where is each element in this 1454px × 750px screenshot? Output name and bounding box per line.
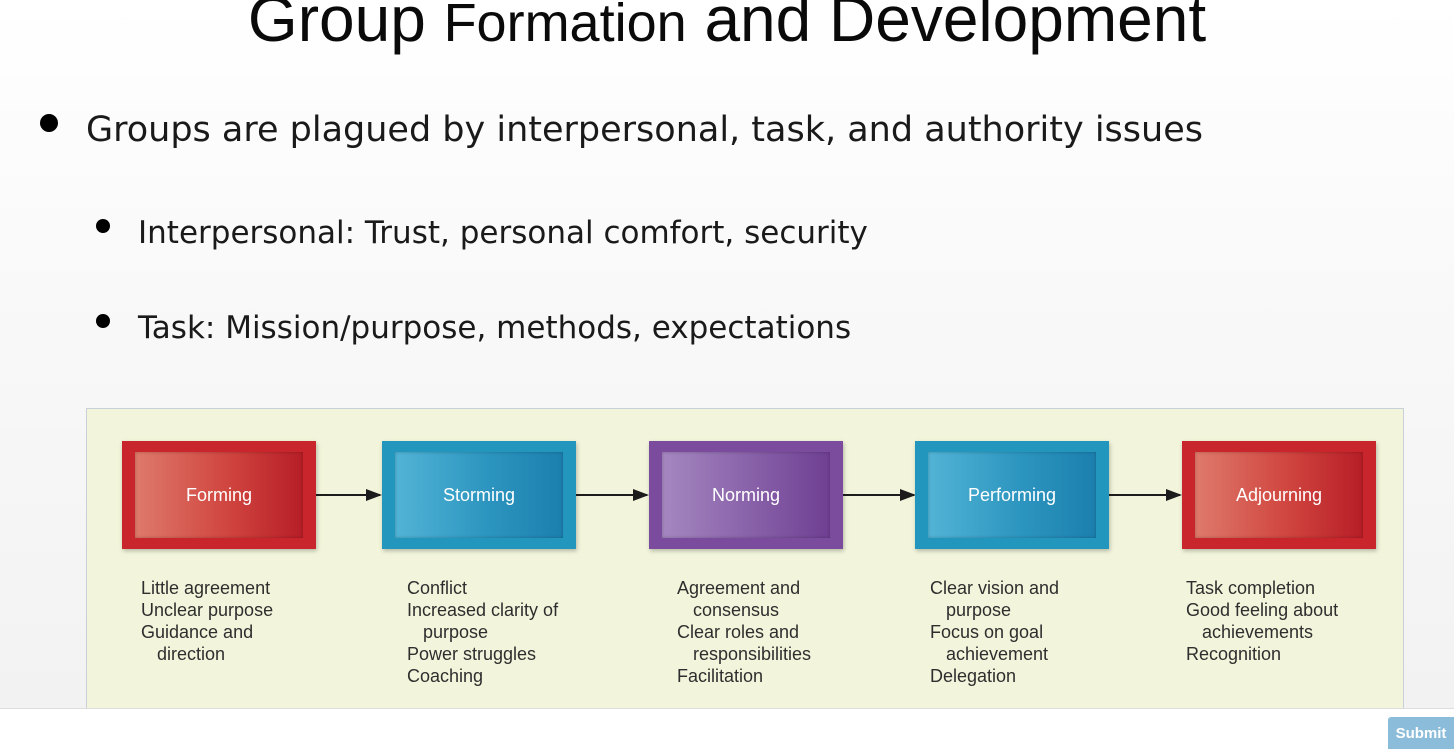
- stage-label: Performing: [928, 452, 1096, 538]
- description-line: purpose: [423, 622, 489, 642]
- arrow-right-icon: [843, 489, 916, 501]
- bullet-dot-icon: [96, 314, 110, 328]
- stage-description-performing: Clear vision and purpose Focus on goal a…: [930, 577, 1059, 687]
- stage-description-adjourning: Task completion Good feeling about achie…: [1186, 577, 1338, 665]
- description-line: consensus: [693, 600, 780, 620]
- sub-bullet-task: Task: Mission/purpose, methods, expectat…: [96, 310, 851, 346]
- title-part-group: Group: [247, 0, 444, 55]
- slide-title: Group Formation and Development: [0, 0, 1454, 54]
- description-line: achievements: [1202, 622, 1314, 642]
- bottom-toolbar: [0, 708, 1454, 750]
- stage-box-storming: Storming: [382, 441, 576, 549]
- description-line: Task completion: [1186, 578, 1316, 598]
- description-line: purpose: [946, 600, 1012, 620]
- description-line: responsibilities: [693, 644, 812, 664]
- sub-bullet-interpersonal: Interpersonal: Trust, personal comfort, …: [96, 215, 868, 251]
- submit-button[interactable]: Submit: [1388, 717, 1454, 749]
- description-line: Power struggles: [407, 644, 537, 664]
- stage-label: Forming: [135, 452, 303, 538]
- arrow-right-icon: [316, 489, 382, 501]
- title-part-development: and Development: [686, 0, 1207, 55]
- description-line: Clear vision and: [930, 578, 1060, 598]
- slide: Group Formation and Development Groups a…: [0, 0, 1454, 708]
- description-line: Focus on goal: [930, 622, 1044, 642]
- description-line: Conflict: [407, 578, 468, 598]
- description-line: Good feeling about: [1186, 600, 1339, 620]
- title-part-formation: Formation: [443, 0, 687, 53]
- stage-label: Norming: [662, 452, 830, 538]
- description-line: Delegation: [930, 666, 1017, 686]
- stage-description-forming: Little agreement Unclear purpose Guidanc…: [141, 577, 273, 665]
- stage-label: Storming: [395, 452, 563, 538]
- stage-box-adjourning: Adjourning: [1182, 441, 1376, 549]
- stage-box-forming: Forming: [122, 441, 316, 549]
- bullet-dot-icon: [40, 114, 58, 132]
- description-line: Facilitation: [677, 666, 764, 686]
- bullet-text: Groups are plagued by interpersonal, tas…: [86, 110, 1203, 150]
- stage-description-norming: Agreement and consensus Clear roles and …: [677, 577, 811, 687]
- description-line: Guidance and: [141, 622, 254, 642]
- arrow-right-icon: [576, 489, 649, 501]
- stage-description-storming: Conflict Increased clarity of purpose Po…: [407, 577, 558, 687]
- description-line: Little agreement: [141, 578, 271, 598]
- bullet-dot-icon: [96, 219, 110, 233]
- stage-label: Adjourning: [1195, 452, 1363, 538]
- description-line: Recognition: [1186, 644, 1282, 664]
- description-line: Coaching: [407, 666, 484, 686]
- description-line: Agreement and: [677, 578, 801, 598]
- sub-bullet-text: Interpersonal: Trust, personal comfort, …: [138, 215, 868, 251]
- bullet-main: Groups are plagued by interpersonal, tas…: [40, 110, 1203, 150]
- sub-bullet-text: Task: Mission/purpose, methods, expectat…: [138, 310, 852, 346]
- description-line: direction: [157, 644, 226, 664]
- stage-box-norming: Norming: [649, 441, 843, 549]
- description-line: Clear roles and: [677, 622, 800, 642]
- description-line: achievement: [946, 644, 1049, 664]
- group-development-diagram: Forming Storming Norming Performing Adjo…: [86, 408, 1404, 708]
- arrow-right-icon: [1109, 489, 1182, 501]
- stage-box-performing: Performing: [915, 441, 1109, 549]
- description-line: Increased clarity of: [407, 600, 559, 620]
- description-line: Unclear purpose: [141, 600, 274, 620]
